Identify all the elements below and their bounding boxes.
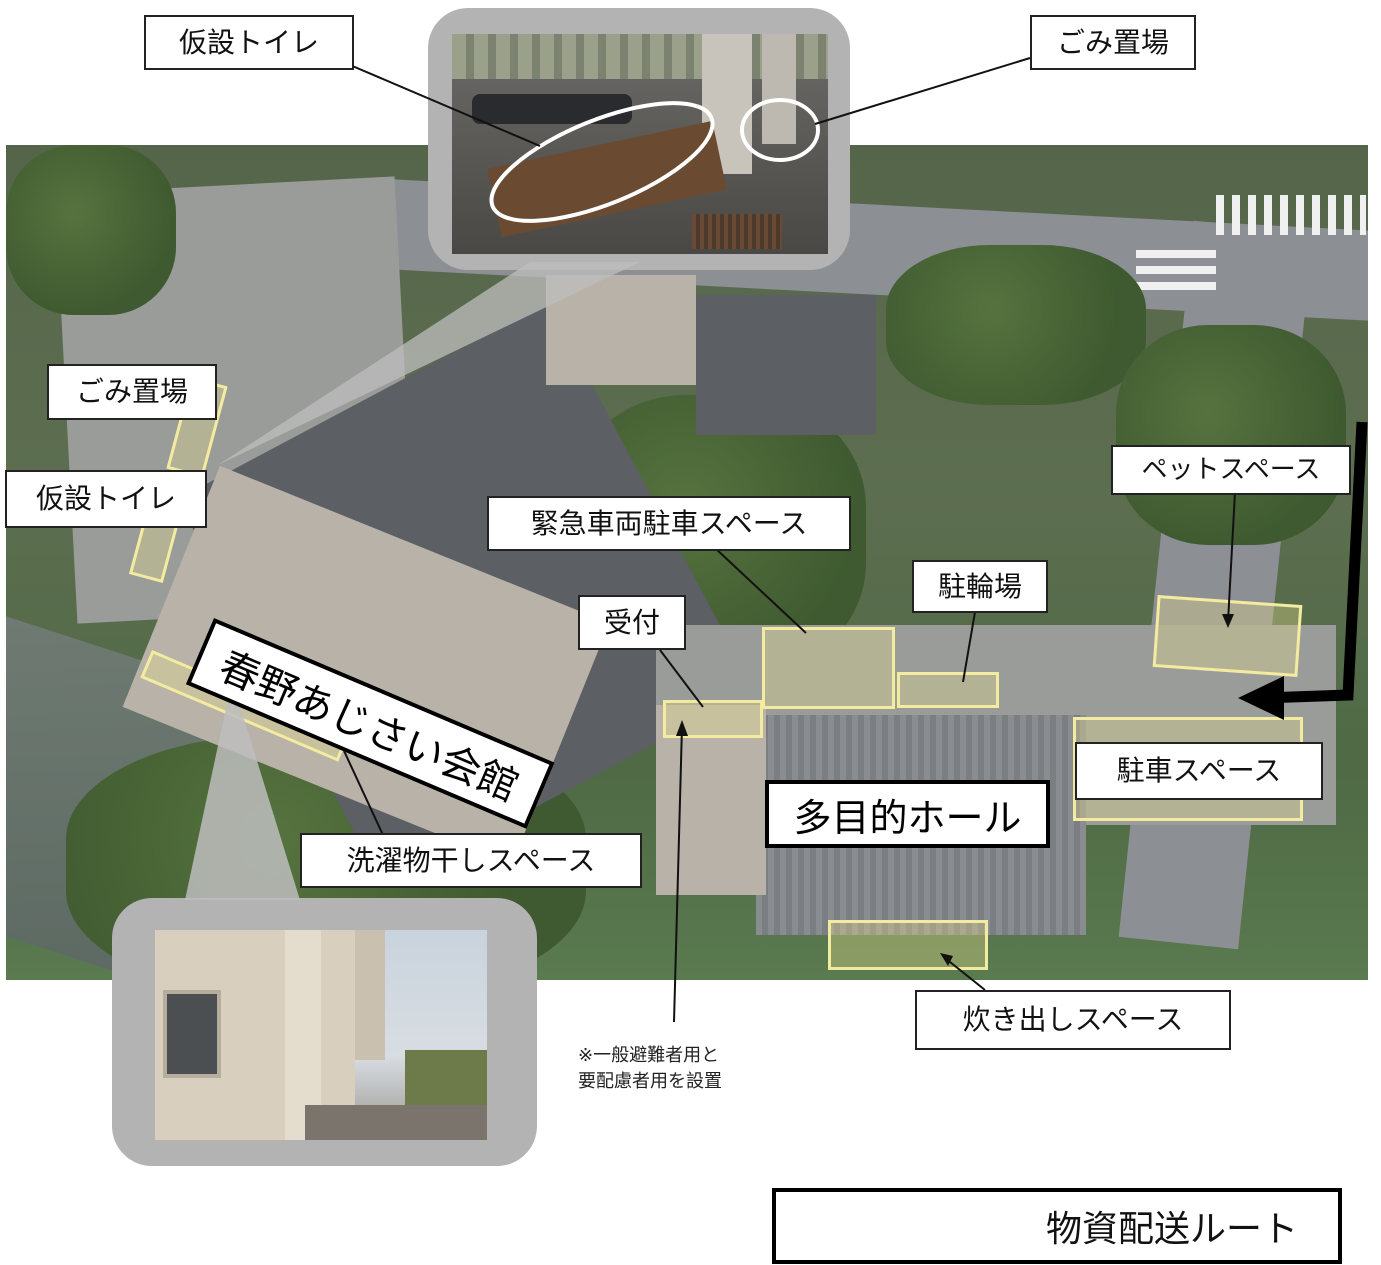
label-laundry-space: 洗濯物干しスペース [300,833,642,888]
callout-pet [1227,491,1236,623]
highlight-bicycle [897,672,999,708]
callout-emergency [714,547,807,634]
legend-label: 物資配送ルート [1046,1209,1299,1250]
inset-photo-building-side [155,930,487,1140]
label-parking-space: 駐車スペース [1075,742,1323,800]
inset-photo-toilet-area [452,34,828,254]
trees [886,245,1146,405]
label-kasetsu-toilet-top: 仮設トイレ [144,15,354,70]
label-reception: 受付 [578,595,686,650]
callout-note [673,725,683,1023]
trees [6,145,176,315]
house-roof [696,295,876,435]
callout-reception [659,649,704,708]
inset-wedge-top [218,262,640,465]
note-line-1: ※一般避難者用と [578,1045,720,1066]
inset-wedge-bottom [185,680,300,900]
crosswalk [1216,195,1366,235]
toilet-ellipse [489,101,715,223]
supply-route-arrow [1261,421,1368,704]
highlight-cooking [828,920,988,970]
callout-gomi-top [814,57,1031,125]
hall-name-label: 多目的ホール [765,780,1050,848]
label-bicycle-parking: 駐輪場 [912,560,1048,613]
label-pet-space: ペットスペース [1111,445,1351,495]
callout-bicycle [962,611,976,683]
supply-route-arrowhead [1238,676,1284,720]
callout-cooking [944,957,986,991]
label-cooking-space: 炊き出しスペース [915,990,1231,1050]
toilet-note: ※一般避難者用と 要配慮者用を設置 [578,1043,788,1095]
highlight-emergency-parking [762,627,895,709]
legend-box: 物資配送ルート [772,1188,1342,1264]
label-kasetsu-toilet-left: 仮設トイレ [5,470,207,528]
callout-toilet-top [349,64,541,147]
trees [1116,325,1346,545]
label-gomi-top: ごみ置場 [1030,15,1196,70]
gomi-ellipse [740,98,820,162]
label-emergency-parking: 緊急車両駐車スペース [487,496,851,551]
note-line-2: 要配慮者用を設置 [578,1071,722,1092]
label-gomi-left: ごみ置場 [47,364,217,420]
